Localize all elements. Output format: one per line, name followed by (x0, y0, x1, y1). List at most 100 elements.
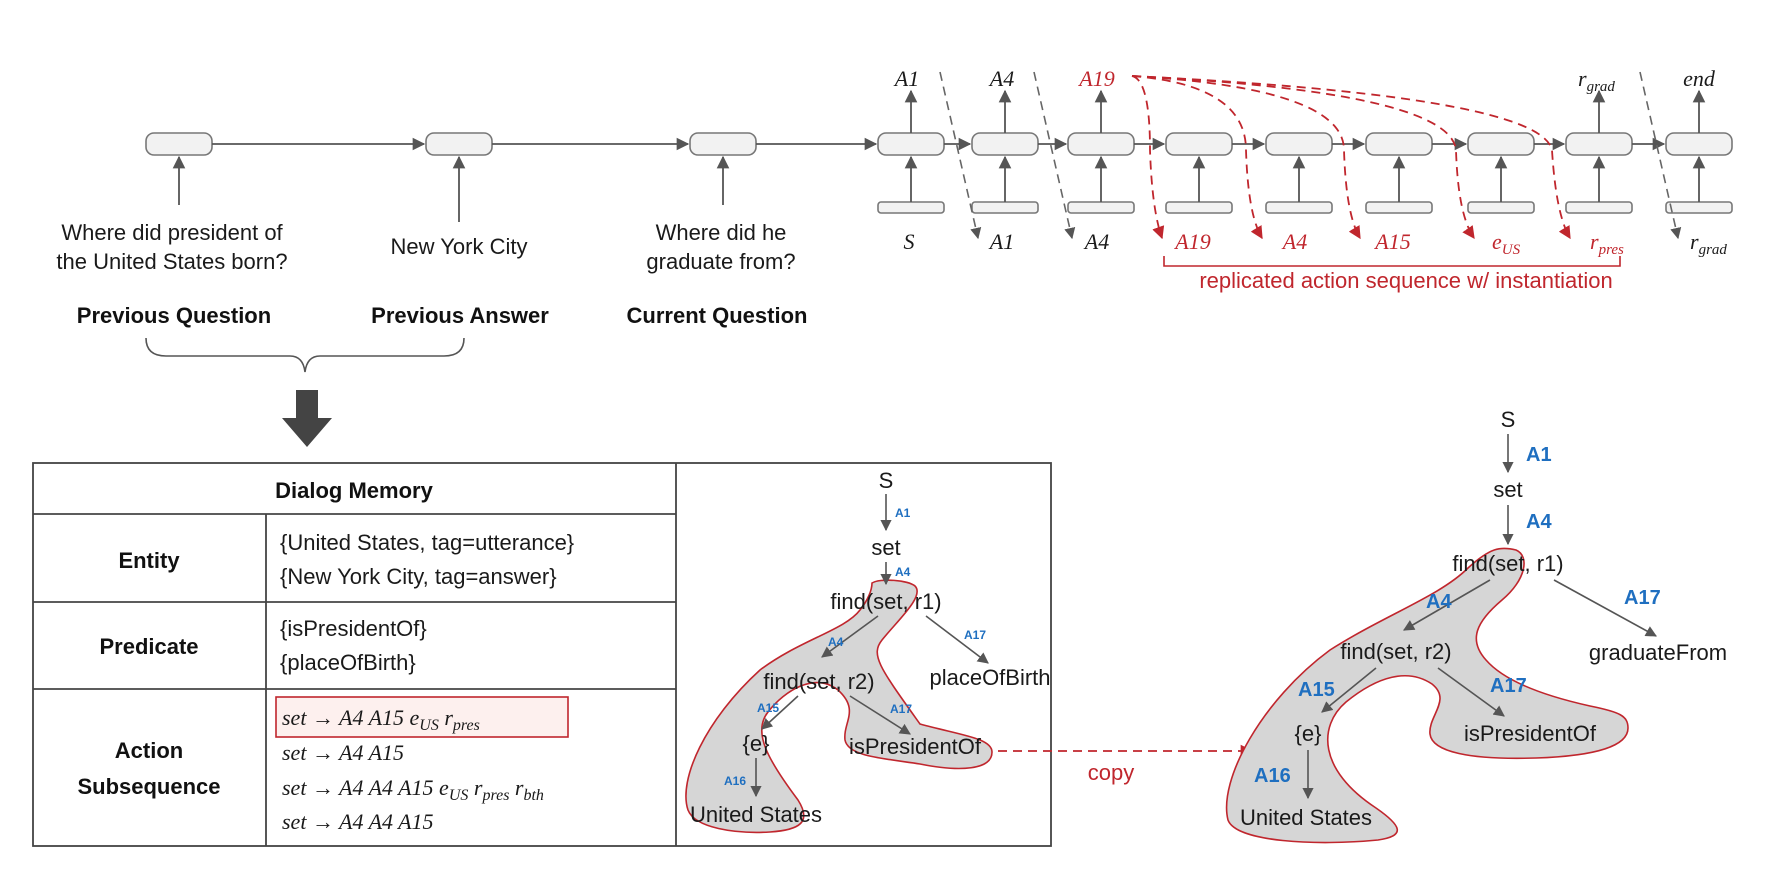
big-tree: S A1 set A4 find(set, r1) A4 A17 graduat… (1225, 407, 1727, 844)
tree-edge (761, 695, 799, 730)
big-edge-a17b: A17 (1490, 675, 1527, 697)
down-arrow (282, 390, 332, 447)
tree-edge (849, 695, 911, 735)
action-item: set → A4 A4 A15 (282, 809, 434, 834)
action-item: set → A4 A15 (282, 740, 404, 765)
big-set: set (1493, 477, 1522, 502)
decoder-input-box (1467, 201, 1535, 214)
encoder-cell-1 (145, 132, 213, 156)
small-find1: find(set, r1) (830, 589, 941, 614)
tree-edge (1553, 579, 1657, 637)
big-e: {e} (1295, 721, 1322, 746)
decoder-input-box (1665, 201, 1733, 214)
brace (145, 337, 465, 373)
small-tree: S A1 set A4 find(set, r1) A4 A17 placeOf… (685, 468, 1051, 834)
decoder: A1 A4 A19 rgrad end S A1 A4 A19 A4 A15 e… (877, 66, 1733, 293)
output-label-end: end (1683, 66, 1716, 91)
decoder-input-box (1165, 201, 1233, 214)
table-border (32, 462, 1052, 847)
decoder-cell (1665, 132, 1733, 156)
replicated-arrow (1131, 75, 1165, 240)
tree-edge (925, 615, 989, 664)
small-edge-a15: A15 (757, 701, 779, 715)
small-pres: isPresidentOf (849, 734, 982, 759)
output-label-r-grad: rgrad (1578, 66, 1615, 95)
decoder-input-box (1265, 201, 1333, 214)
encoder-cell-3 (689, 132, 757, 156)
decoder-cell (1565, 132, 1633, 156)
feedback-arrow (939, 71, 982, 240)
decoder-cell (1265, 132, 1333, 156)
input-label-r-pres: rpres (1590, 229, 1624, 258)
output-label-a1: A1 (893, 66, 919, 91)
small-edge-a4b: A4 (828, 635, 844, 649)
memory-title: Dialog Memory (275, 478, 433, 503)
entity-header: Entity (118, 548, 180, 573)
decoder-cell (1165, 132, 1233, 156)
big-find2: find(set, r2) (1340, 639, 1451, 664)
big-edge-a16: A16 (1254, 765, 1291, 787)
decoder-cell (1467, 132, 1535, 156)
decoder-input-box (971, 201, 1039, 214)
action-header: Action (115, 738, 183, 763)
action-item: set → A4 A15 eUS rpres (282, 705, 480, 734)
small-e: {e} (743, 731, 770, 756)
previous-question-label: Previous Question (77, 303, 271, 328)
decoder-input-box (1565, 201, 1633, 214)
small-edge-a1: A1 (895, 506, 911, 520)
big-grad: graduateFrom (1589, 640, 1727, 665)
decoder-cell (971, 132, 1039, 156)
small-set: set (871, 535, 900, 560)
highlighted-action (275, 696, 569, 738)
output-label-a19: A19 (1077, 66, 1114, 91)
small-us: United States (690, 802, 822, 827)
tree-edge (1437, 667, 1505, 717)
big-us: United States (1240, 805, 1372, 830)
predicate-item: {isPresidentOf} (280, 616, 427, 641)
tree-edge (1321, 667, 1377, 713)
action-item: set → A4 A4 A15 eUS rpres rbth (282, 775, 544, 804)
current-question-label: Current Question (627, 303, 808, 328)
big-find1: find(set, r1) (1452, 551, 1563, 576)
input-label-s: S (904, 229, 915, 254)
feedback-arrow (1033, 71, 1076, 240)
replicated-arrow (1131, 75, 1263, 240)
output-label-a4: A4 (988, 66, 1014, 91)
big-edge-a4: A4 (1526, 511, 1552, 533)
previous-question-text: the United States born? (56, 249, 287, 274)
feedback-arrow (1639, 71, 1682, 240)
decoder-input-box (877, 201, 945, 214)
decoder-cell (1067, 132, 1135, 156)
small-find2: find(set, r2) (763, 669, 874, 694)
replicated-arrow (1131, 75, 1361, 240)
replicated-bracket (1163, 256, 1621, 267)
big-root: S (1501, 407, 1516, 432)
big-edge-a15: A15 (1298, 679, 1335, 701)
replicated-arrow (1131, 75, 1571, 240)
input-label-a19: A19 (1173, 229, 1210, 254)
entity-item: {New York City, tag=answer} (280, 564, 557, 589)
replicated-arrow (1131, 75, 1475, 240)
tree-edge (1403, 579, 1491, 631)
input-label-a15: A15 (1373, 229, 1410, 254)
replicated-caption: replicated action sequence w/ instantiat… (1199, 268, 1612, 293)
highlight-region (1225, 547, 1629, 844)
decoder-cell (1365, 132, 1433, 156)
tree-edge (821, 615, 879, 658)
highlight-region (685, 579, 993, 834)
small-root: S (879, 468, 894, 493)
previous-answer-label: Previous Answer (371, 303, 549, 328)
decoder-input-box (1067, 201, 1135, 214)
big-edge-a17: A17 (1624, 587, 1661, 609)
copy-label: copy (1088, 760, 1134, 785)
decoder-cell (877, 132, 945, 156)
small-edge-a4: A4 (895, 565, 911, 579)
input-label-r-grad: rgrad (1690, 229, 1727, 258)
encoder-cell-2 (425, 132, 493, 156)
entity-item: {United States, tag=utterance} (280, 530, 574, 555)
input-label-a4-rep: A4 (1281, 229, 1307, 254)
dialog-memory-table: Dialog Memory Entity {United States, tag… (32, 462, 1052, 847)
small-edge-a17b: A17 (890, 702, 912, 716)
encoder: Where did president of the United States… (56, 132, 878, 447)
